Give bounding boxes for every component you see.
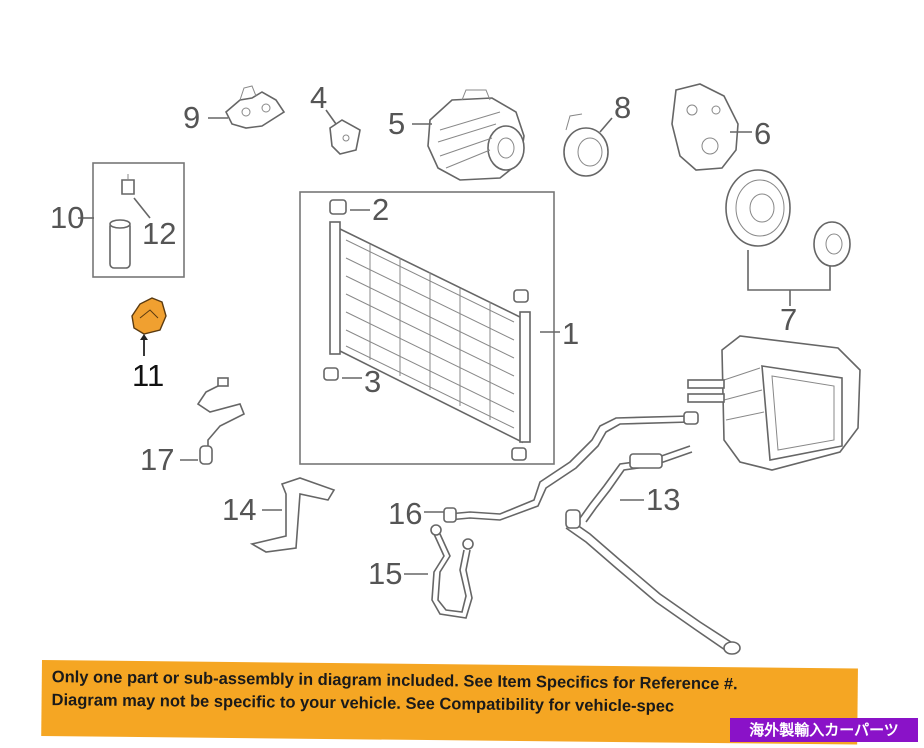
part-7-clutch-pulley [725,169,851,267]
callout-5: 5 [388,106,405,141]
part-5-compressor [427,89,525,181]
callout-9: 9 [183,100,200,135]
part-9-bracket [225,85,286,129]
ac-parts-diagram: 9 4 5 8 6 7 [50,80,861,655]
evaporator-unit [687,335,861,471]
callout-17: 17 [140,442,174,477]
part-13-suction-line [565,445,741,655]
callout-4: 4 [310,80,327,115]
part-3-cushion [323,367,339,381]
part-11-desiccant [131,297,167,335]
seller-watermark: 海外製輸入カーパーツ [730,718,918,742]
callout-12: 12 [142,216,176,251]
callout-2: 2 [372,192,389,227]
callout-7: 7 [780,302,797,337]
callout-6: 6 [754,116,771,151]
part-4-clip [329,119,361,155]
callout-15: 15 [368,556,402,591]
drier-group-box [92,162,185,278]
part-2-cushion [329,199,347,215]
condenser-foot [511,447,527,461]
callout-1: 1 [562,316,579,351]
callout-10: 10 [50,200,84,235]
callout-3: 3 [364,364,381,399]
part-17-tube [196,377,246,465]
condenser-box [299,191,555,465]
callout-14: 14 [222,492,256,527]
callout-8: 8 [614,90,631,125]
callout-16: 16 [388,496,422,531]
part-14-bracket [249,477,336,553]
part-8-clutch-coil [563,113,609,177]
callout-11: 11 [132,358,164,393]
part-10-receiver-drier [109,219,131,269]
callout-13: 13 [646,482,680,517]
part-6-bracket [671,83,739,171]
part-1-condenser [329,221,531,444]
part-15-hose [430,524,474,619]
part-16-discharge-line [443,411,699,523]
part-12-switch [121,174,135,195]
